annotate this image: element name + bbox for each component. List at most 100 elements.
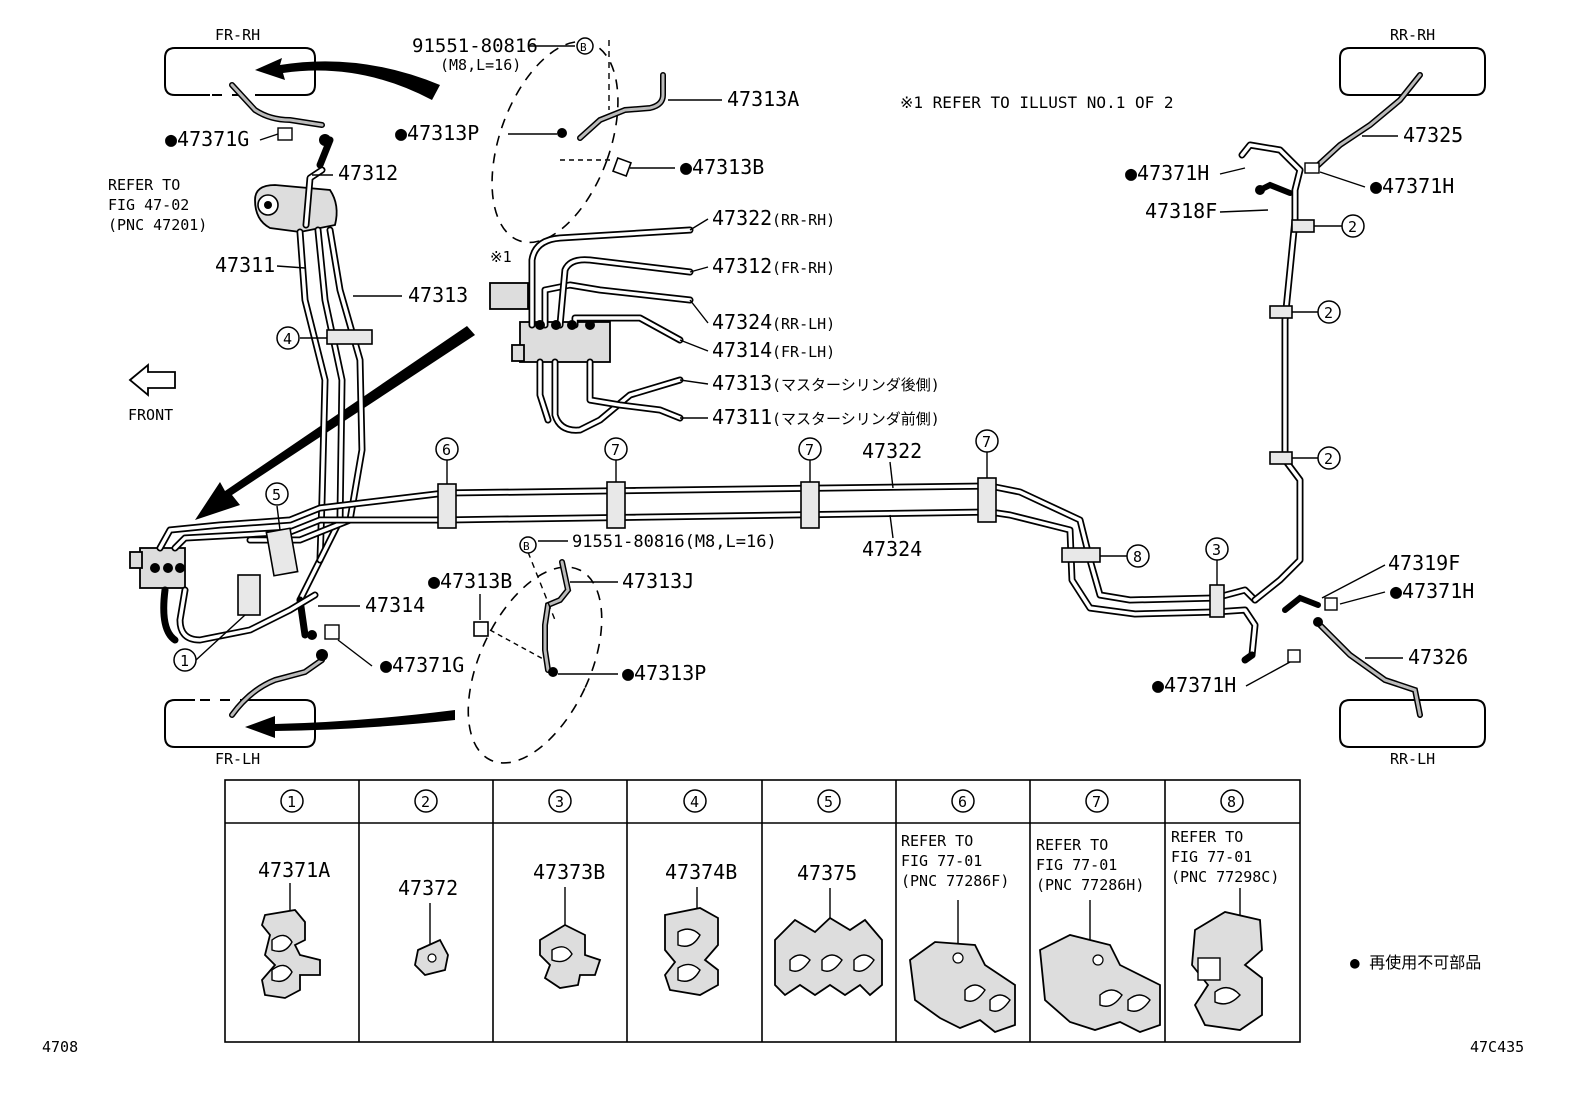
table-cell: REFER TO bbox=[901, 832, 973, 850]
label-47314: 47314 bbox=[365, 593, 425, 617]
refer-master-line3: (PNC 47201) bbox=[108, 216, 207, 234]
clamp-table-cells: 47371A 47372 47373B 47374B 47375 REFER T… bbox=[258, 828, 1279, 900]
table-header: 4 bbox=[690, 793, 699, 811]
detail-pn: 47312 bbox=[712, 254, 772, 278]
clamp-callouts: 4 5 1 6 7 7 7 8 3 2 2 2 bbox=[173, 214, 1365, 672]
label-47319f: 47319F bbox=[1388, 551, 1460, 575]
hose-rr-rh bbox=[1255, 72, 1423, 196]
label-47313a: 47313A bbox=[727, 87, 799, 111]
label-47313: 47313 bbox=[408, 283, 468, 307]
table-cell: FIG 77-01 bbox=[901, 852, 982, 870]
label-47313b-top: ●47313B bbox=[680, 155, 764, 179]
table-header: 1 bbox=[287, 793, 296, 811]
hose-fr-lh bbox=[229, 596, 340, 718]
table-cell: FIG 77-01 bbox=[1036, 856, 1117, 874]
detail-pn: 47324 bbox=[712, 310, 772, 334]
hose-rr-lh bbox=[1282, 594, 1423, 718]
label-47322: 47322 bbox=[862, 439, 922, 463]
wheel-rr-rh: RR-RH bbox=[1339, 26, 1486, 96]
detail-pipe-labels: 47322 (RR-RH) 47312 (FR-RH) 47324 (RR-LH… bbox=[679, 206, 940, 429]
front-arrow-icon: FRONT bbox=[128, 363, 176, 424]
footer-left: 4708 bbox=[42, 1038, 78, 1056]
detail-desc: (FR-LH) bbox=[772, 343, 835, 361]
clamp-part-1-icon bbox=[261, 883, 321, 999]
table-cell: REFER TO bbox=[1171, 828, 1243, 846]
master-cylinder bbox=[254, 184, 338, 233]
clamp-number: 3 bbox=[1212, 541, 1221, 559]
label-47313p-top: ●47313P bbox=[395, 121, 479, 145]
mark-1: ※1 bbox=[490, 248, 512, 266]
label-47371g-bottom: ●47371G bbox=[380, 653, 464, 677]
pipes-front bbox=[246, 136, 366, 604]
table-cell: 47375 bbox=[797, 861, 857, 885]
detail-pn: 47322 bbox=[712, 206, 772, 230]
pipes-main-run bbox=[156, 141, 1304, 664]
label-47312: 47312 bbox=[338, 161, 398, 185]
table-cell: (PNC 77286F) bbox=[901, 872, 1009, 890]
label-47325: 47325 bbox=[1403, 123, 1463, 147]
table-cell: REFER TO bbox=[1036, 836, 1108, 854]
clamp-part-8-icon bbox=[1191, 888, 1263, 1031]
clamp-number: 1 bbox=[180, 652, 189, 670]
detail-pn: 47314 bbox=[712, 338, 772, 362]
refer-note: ※1 REFER TO ILLUST NO.1 OF 2 bbox=[900, 93, 1174, 112]
label-47313p-bottom: ●47313P bbox=[622, 661, 706, 685]
bolt-top-size: (M8,L=16) bbox=[440, 56, 521, 74]
detail-pipe-block: ※1 bbox=[489, 226, 694, 434]
label-rr-lh: RR-LH bbox=[1390, 750, 1435, 768]
table-cell: 47371A bbox=[258, 858, 330, 882]
label-47371h-3: ●47371H bbox=[1390, 579, 1474, 603]
label-47326: 47326 bbox=[1408, 645, 1468, 669]
table-cell: 47374B bbox=[665, 860, 737, 884]
detail-desc: (マスターシリンダ前側) bbox=[772, 410, 940, 428]
clamp-number: 6 bbox=[442, 441, 451, 459]
wheel-fr-rh: FR-RH bbox=[164, 26, 316, 97]
label-fr-lh: FR-LH bbox=[215, 750, 260, 768]
clamp-part-6-icon bbox=[909, 900, 1016, 1034]
callout-b-bottom: B bbox=[523, 540, 530, 553]
table-header: 5 bbox=[824, 793, 833, 811]
clamp-number: 5 bbox=[272, 486, 281, 504]
clamp-number: 8 bbox=[1133, 548, 1142, 566]
table-header: 2 bbox=[421, 793, 430, 811]
detail-bottom-hose bbox=[467, 551, 603, 764]
label-47371h-2: ●47371H bbox=[1370, 174, 1454, 198]
table-cell: (PNC 77298C) bbox=[1171, 868, 1279, 886]
table-cell: FIG 77-01 bbox=[1171, 848, 1252, 866]
clamp-number: 2 bbox=[1348, 218, 1357, 236]
detail-desc: (マスターシリンダ後側) bbox=[772, 376, 940, 394]
label-fr-rh: FR-RH bbox=[215, 26, 260, 44]
clamp-number: 7 bbox=[982, 433, 991, 451]
label-47324: 47324 bbox=[862, 537, 922, 561]
table-cell: 47373B bbox=[533, 860, 605, 884]
detail-desc: (RR-LH) bbox=[772, 315, 835, 333]
detail-pn: 47313 bbox=[712, 371, 772, 395]
clamp-number: 2 bbox=[1324, 450, 1333, 468]
clamp-part-7-icon bbox=[1039, 900, 1161, 1033]
clamp-number: 4 bbox=[283, 330, 292, 348]
clamp-number: 7 bbox=[805, 441, 814, 459]
table-header: 8 bbox=[1227, 793, 1236, 811]
detail-pn: 47311 bbox=[712, 405, 772, 429]
clamp-table bbox=[224, 779, 1301, 1043]
front-label: FRONT bbox=[128, 406, 173, 424]
clamp-part-5-icon bbox=[774, 888, 883, 997]
clamp-part-3-icon bbox=[539, 887, 602, 989]
table-header: 7 bbox=[1092, 793, 1101, 811]
refer-master-line2: FIG 47-02 bbox=[108, 196, 189, 214]
bolt-top-pn: 91551-80816 bbox=[412, 35, 538, 57]
label-47311: 47311 bbox=[215, 253, 275, 277]
wheel-rr-lh: RR-LH bbox=[1339, 699, 1486, 768]
hose-fr-rh bbox=[229, 82, 331, 146]
abs-block bbox=[129, 547, 186, 589]
label-47371h-4: ●47371H bbox=[1152, 673, 1236, 697]
detail-desc: (FR-RH) bbox=[772, 259, 835, 277]
table-header: 3 bbox=[555, 793, 564, 811]
table-header: 6 bbox=[958, 793, 967, 811]
arrow-to-fr-rh bbox=[255, 58, 440, 100]
clamp-number: 7 bbox=[611, 441, 620, 459]
label-rr-rh: RR-RH bbox=[1390, 26, 1435, 44]
arrow-to-fr-lh bbox=[245, 710, 455, 738]
detail-desc: (RR-RH) bbox=[772, 211, 835, 229]
